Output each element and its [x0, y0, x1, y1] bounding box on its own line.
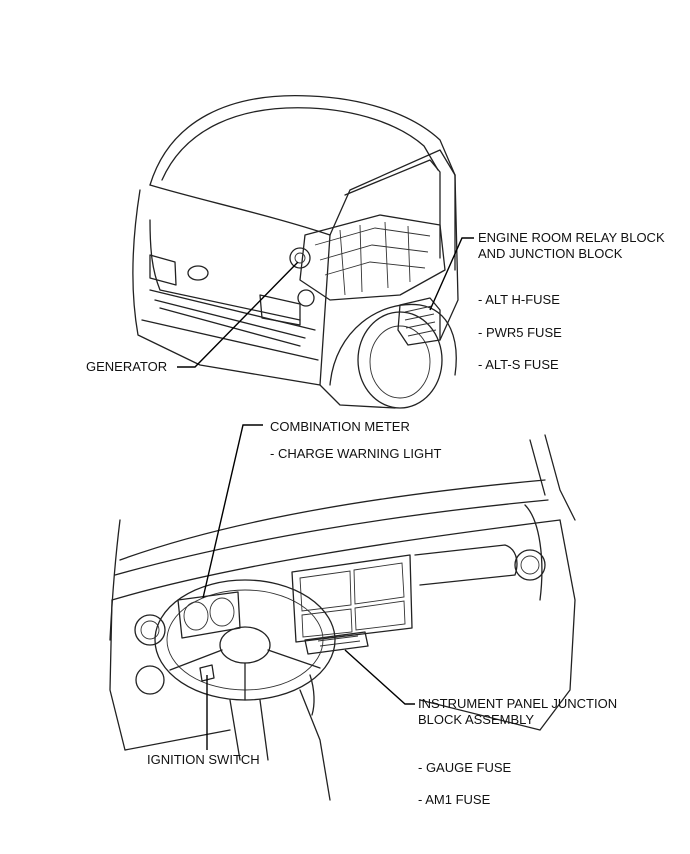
instrument-panel-junction-block-label: INSTRUMENT PANEL JUNCTION BLOCK ASSEMBLY — [418, 696, 618, 727]
leader-relay-block — [429, 237, 474, 311]
generator-label: GENERATOR — [86, 359, 168, 374]
combination-meter-label: COMBINATION METER — [270, 419, 410, 434]
charge-warning-light-label: - CHARGE WARNING LIGHT — [270, 446, 442, 461]
alt-s-fuse-label: - ALT-S FUSE — [478, 357, 559, 372]
am1-fuse-label: - AM1 FUSE — [418, 792, 491, 807]
ignition-switch-label: IGNITION SWITCH — [147, 752, 260, 767]
leader-ip-junction-block — [344, 649, 415, 705]
dashboard-illustration — [109, 434, 576, 801]
leader-lines — [177, 237, 474, 750]
truck-cab-illustration — [132, 94, 459, 409]
leader-generator — [177, 261, 299, 368]
gauge-fuse-label: - GAUGE FUSE — [418, 760, 512, 775]
leader-combination-meter — [202, 424, 263, 599]
engine-room-relay-block-label: ENGINE ROOM RELAY BLOCK AND JUNCTION BLO… — [478, 230, 665, 261]
pwr5-fuse-label: - PWR5 FUSE — [478, 325, 562, 340]
alt-h-fuse-label: - ALT H-FUSE — [478, 292, 560, 307]
